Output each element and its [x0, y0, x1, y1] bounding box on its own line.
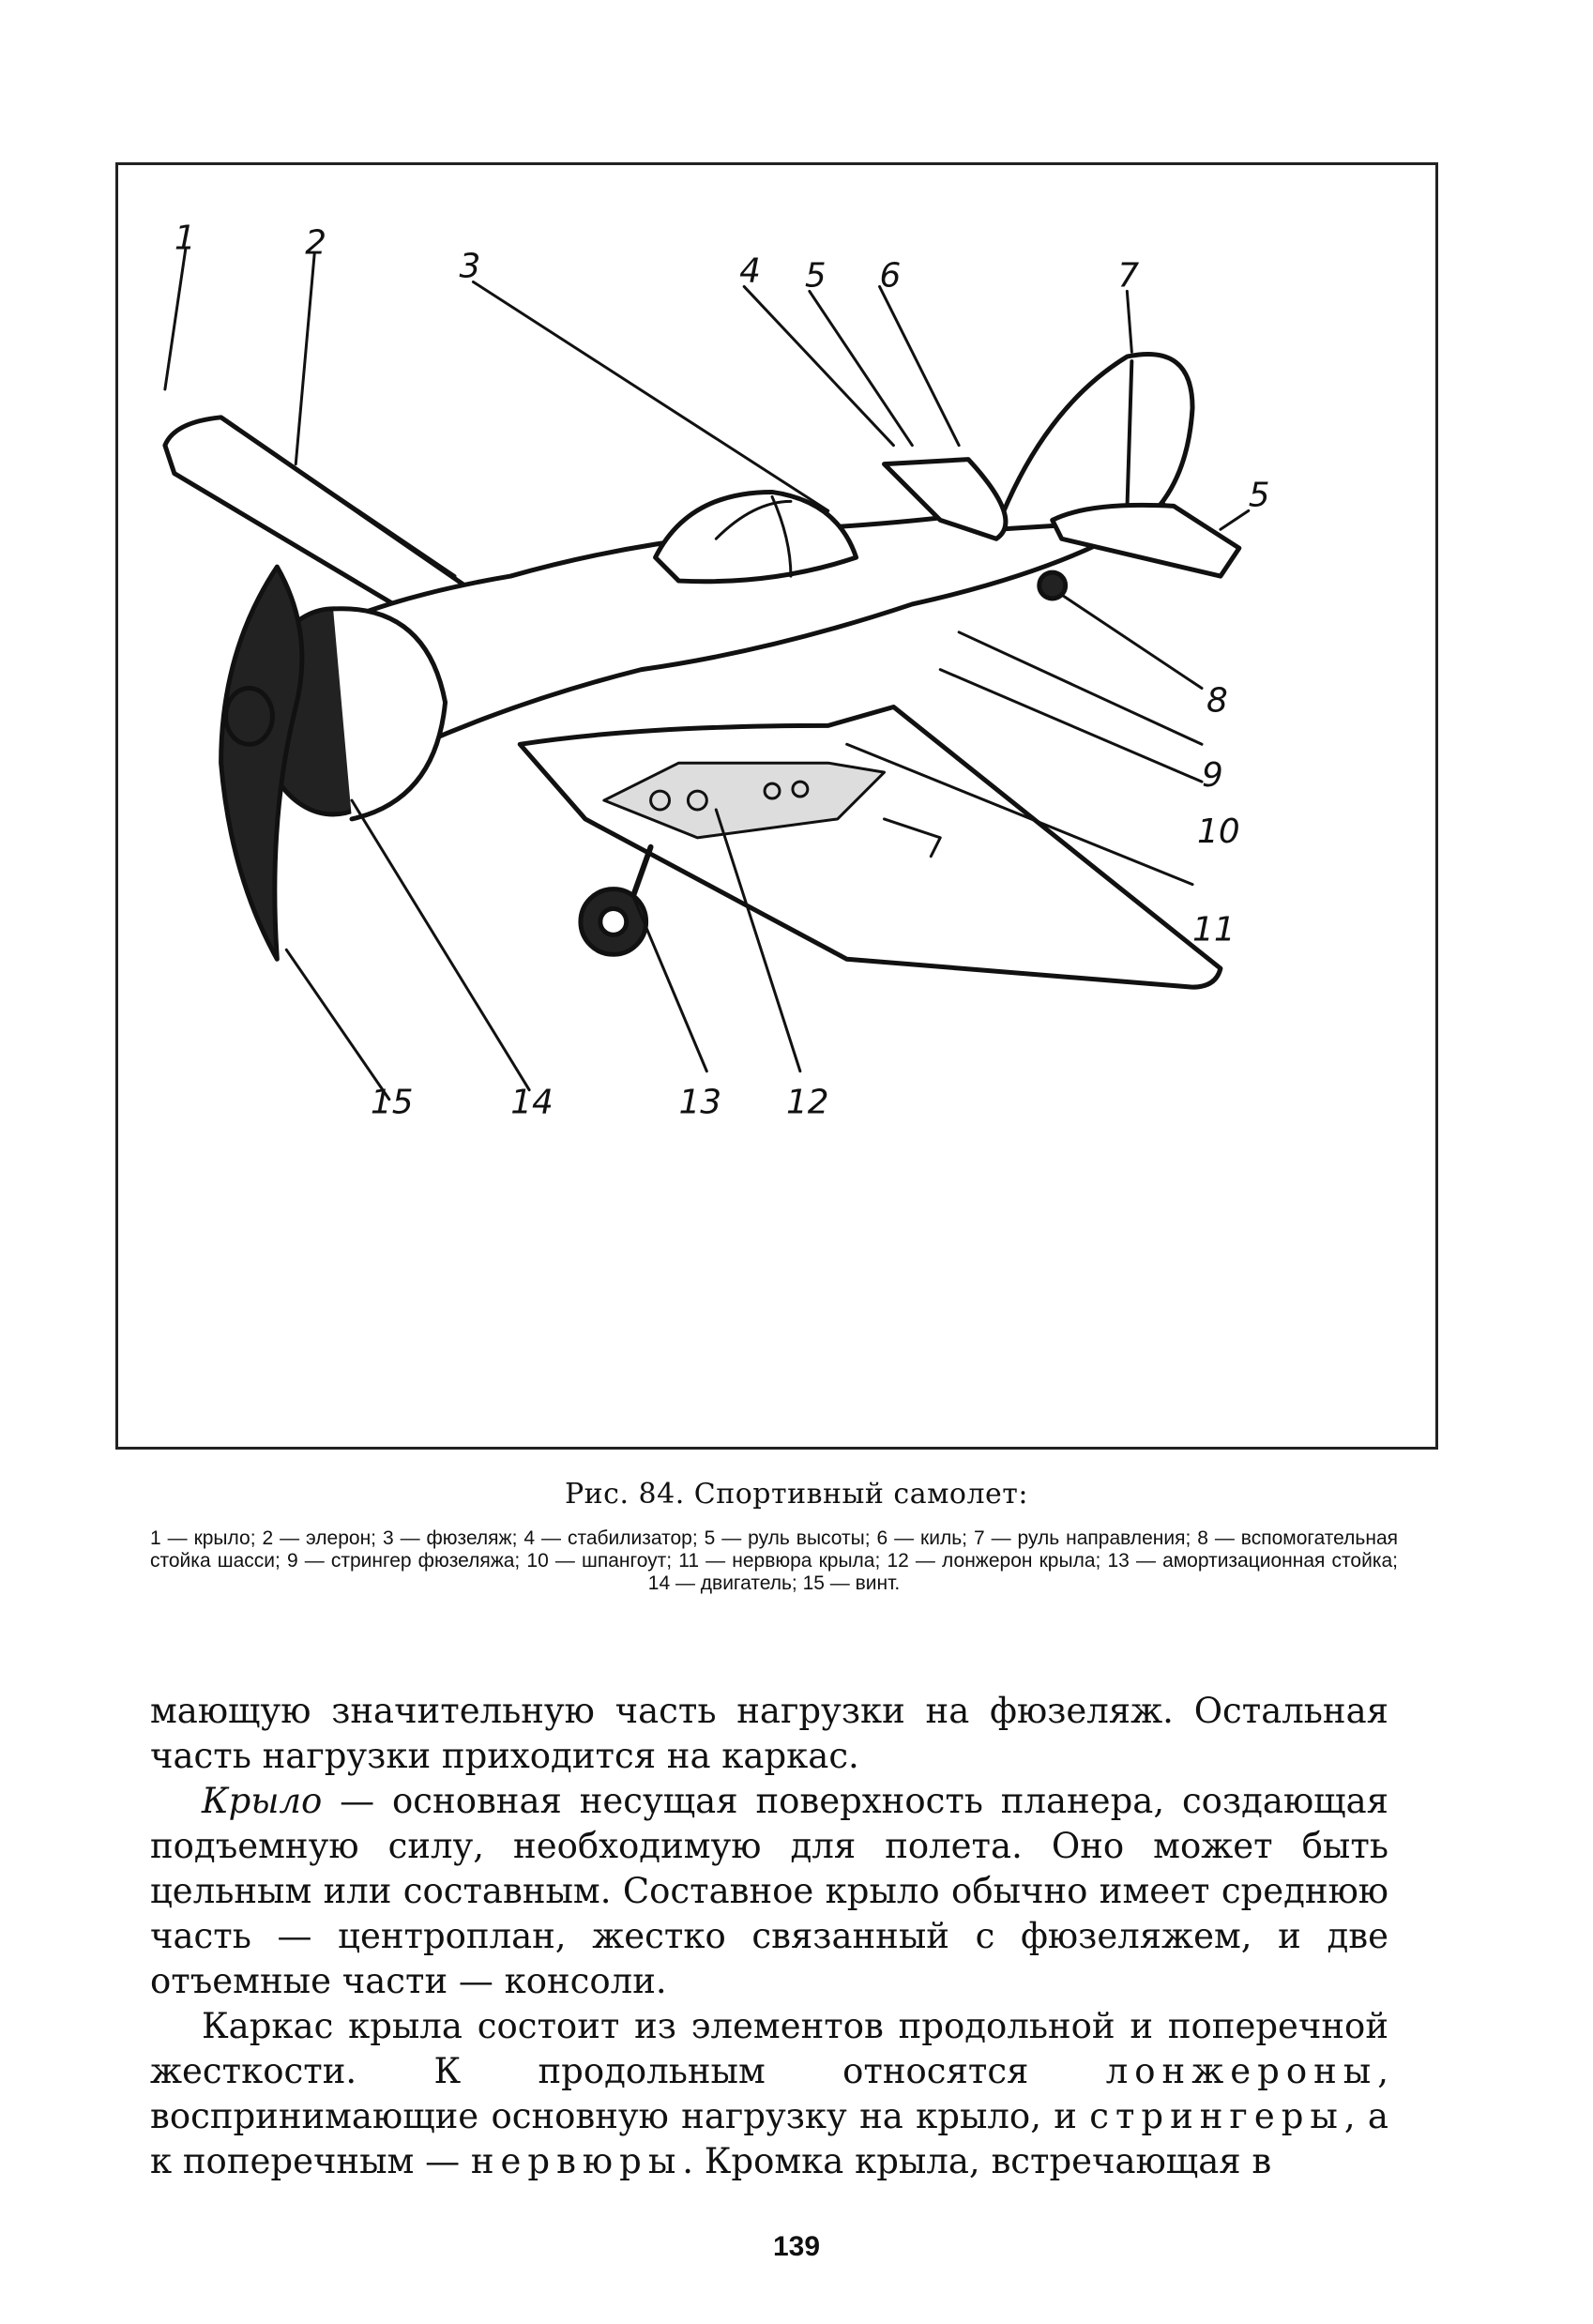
body-text: мающую значительную часть нагрузки на фю…: [150, 1689, 1388, 2184]
callout-8: 8: [1206, 681, 1228, 720]
paragraph-3-part-b: , воспринимающие основную нагрузку на кр…: [150, 2051, 1388, 2136]
term-stringery: стрингеры: [1089, 2096, 1344, 2136]
callout-12: 12: [786, 1084, 829, 1122]
figure-caption: Рис. 84. Спортивный самолет:: [565, 1478, 1028, 1511]
callout-5b: 5: [1249, 476, 1270, 514]
rudder-line: [1125, 359, 1134, 513]
callout-7: 7: [1117, 256, 1139, 295]
callout-5: 5: [805, 256, 827, 295]
callout-9: 9: [1202, 756, 1223, 795]
callout-14: 14: [510, 1084, 554, 1122]
page-number: 139: [772, 2231, 821, 2262]
paragraph-3-part-c: , а к поперечным —: [150, 2096, 1388, 2181]
callout-13: 13: [678, 1084, 721, 1122]
stabilizer-right: [1050, 502, 1242, 579]
figure-legend: 1 — крыло; 2 — элерон; 3 — фюзеляж; 4 — …: [150, 1527, 1398, 1594]
stabilizer-left: [882, 457, 1009, 541]
callout-11: 11: [1192, 910, 1236, 949]
callout-2: 2: [305, 224, 326, 263]
callout-10: 10: [1197, 813, 1240, 851]
term-krylo: Крыло: [202, 1781, 323, 1821]
canopy: [653, 489, 859, 585]
paragraph-3-part-a: Каркас крыла состоит из элементов продол…: [150, 2006, 1388, 2091]
fin: [994, 351, 1195, 532]
wing-frame: [602, 761, 886, 840]
paragraph-3: Каркас крыла состоит из элементов продол…: [150, 2004, 1388, 2184]
paragraph-2: Крыло — основная несущая поверхность пла…: [150, 1779, 1388, 2004]
airplane-drawing: 1 2 3 4 5 6 7 5 8 9 10 11 12 13 14 15: [162, 220, 1270, 1122]
term-nervyury: нервюры: [470, 2141, 683, 2181]
propeller: [219, 564, 305, 962]
callout-3: 3: [459, 247, 480, 285]
paragraph-1: мающую значительную часть нагрузки на фю…: [150, 1691, 1388, 1776]
aileron: [294, 466, 457, 579]
paragraph-3-part-d: . Кромка крыла, встречающая в: [682, 2141, 1272, 2181]
callout-15: 15: [371, 1084, 414, 1122]
callout-1: 1: [174, 220, 196, 258]
callout-6: 6: [880, 256, 902, 295]
figure-frame: 1 2 3 4 5 6 7 5 8 9 10 11 12 13 14 15: [115, 162, 1438, 1450]
term-lonzherony: лонжероны: [1105, 2051, 1378, 2091]
callout-4: 4: [739, 251, 761, 290]
paragraph-2-text: — основная несущая поверхность планера, …: [150, 1781, 1388, 2001]
